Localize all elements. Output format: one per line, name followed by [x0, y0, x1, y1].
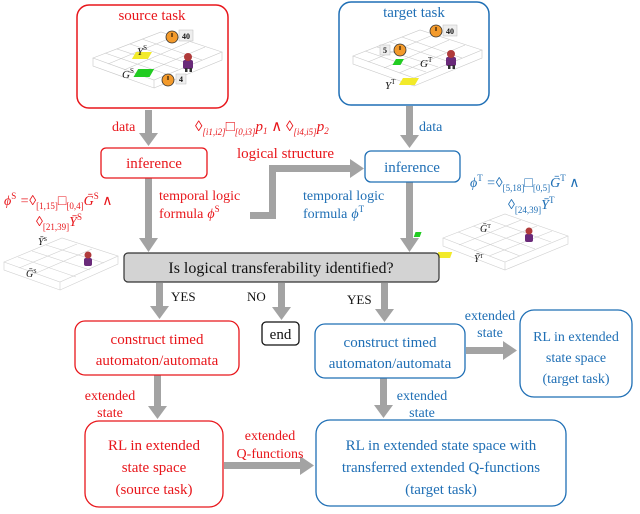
source-task-panel: source task 40: [76, 4, 229, 109]
target-task-title: target task: [383, 5, 445, 21]
logical-structure-label: logical structure: [237, 146, 334, 162]
target-timer-5-icon: [379, 43, 407, 57]
source-green-goal: [133, 69, 155, 77]
source-yellow-zone: [131, 52, 152, 59]
abstract-scene-right: ḠT ȲT: [413, 213, 569, 271]
target-timer-40: 40: [446, 27, 454, 36]
extended-q-line2: Q-functions: [237, 447, 304, 462]
source-task-title: source task: [118, 8, 186, 24]
data-label-right: data: [419, 120, 443, 135]
end-label: end: [270, 327, 292, 343]
arrow-yes-left: [150, 283, 169, 319]
extended-state-top-line2: state: [477, 326, 503, 341]
abstract-left-G: ḠS: [26, 268, 37, 280]
target-timer-40-icon: [429, 24, 458, 38]
tl-formula-left-line1: temporal logic: [159, 189, 240, 204]
rl-source-box: RL in extended state space (source task): [84, 420, 224, 508]
source-grid-floor: [92, 31, 223, 89]
end-node: end: [261, 321, 300, 346]
rl-target-top-box: RL in extended state space (target task): [519, 309, 633, 398]
extended-q-line1: extended: [245, 429, 296, 444]
target-timer-5: 5: [383, 46, 387, 55]
rl-source-line2: state space: [122, 460, 187, 476]
extended-state-left-line2: state: [97, 406, 123, 421]
phi-S-formula-line1: ϕS =◊[1,15]□[0,4]ḠS ∧: [4, 191, 113, 211]
arrow-yes-right: [375, 283, 394, 322]
target-task-panel: target task 40: [338, 1, 490, 106]
rl-target-top-line2: state space: [546, 351, 606, 366]
inference-left-label: inference: [126, 156, 182, 172]
target-robot-icon: [446, 50, 456, 69]
extended-state-top-line1: extended: [465, 309, 516, 324]
arrow-construct-to-rl-top: [466, 341, 517, 360]
rl-transfer-line3: (target task): [405, 482, 477, 498]
abstract-scene-left: ȲS ḠS: [3, 236, 119, 291]
construct-right-box: construct timed automaton/automata: [314, 323, 466, 379]
arrow-target-to-inference: [400, 106, 419, 148]
extended-state-right-line2: state: [409, 406, 435, 421]
inference-left-box: inference: [100, 147, 208, 179]
source-timer-40: 40: [182, 32, 190, 41]
arrow-construct-to-rl-left: [148, 375, 167, 419]
abstract-left-Y: ȲS: [38, 236, 47, 248]
rl-source-line1: RL in extended: [108, 438, 200, 454]
abstract-right-G: ḠT: [480, 223, 491, 235]
extended-state-right-line1: extended: [397, 389, 448, 404]
rl-source-line3: (source task): [115, 482, 192, 498]
arrow-logical-structure: [250, 159, 364, 219]
yes-left-label: YES: [171, 289, 196, 304]
phi-T-formula-line1: ϕT =◊[5,18]□[0,5]ḠT ∧: [470, 173, 579, 193]
phi-T-formula-line2: ◊[24,39]ȲT: [508, 195, 555, 215]
rl-transfer-line1: RL in extended state space with: [346, 438, 537, 454]
source-timer-4: 4: [179, 75, 183, 84]
rl-target-top-line3: (target task): [543, 372, 610, 387]
construct-left-line2: automaton/automata: [96, 353, 219, 369]
rl-target-top-line1: RL in extended: [533, 330, 619, 345]
no-label: NO: [247, 289, 266, 304]
tl-formula-right-line1: temporal logic: [303, 189, 384, 204]
abstract-right-robot-icon: [525, 227, 533, 242]
arrow-inference-left-to-decision: [139, 178, 158, 252]
target-green-goal: [392, 59, 404, 65]
construct-right-line2: automaton/automata: [329, 356, 452, 372]
arrow-construct-to-rl-bottom: [374, 378, 393, 418]
target-yellow-zone: [398, 78, 419, 85]
construct-right-line1: construct timed: [344, 335, 437, 351]
decision-node: Is logical transferability identified?: [123, 252, 440, 283]
source-label-G: GS: [122, 67, 134, 81]
rl-transfer-box: RL in extended state space with transfer…: [315, 419, 567, 507]
logical-structure-formula: ◊[i1,i2]□[0,i3]p1 ∧ ◊[i4,i5]p2: [195, 119, 329, 137]
yes-right-label: YES: [347, 292, 372, 307]
decision-question: Is logical transferability identified?: [168, 260, 393, 277]
source-timer-40-icon: [165, 29, 194, 44]
flow-arrows: [139, 106, 517, 475]
extended-state-left-line1: extended: [85, 389, 136, 404]
inference-right-box: inference: [364, 150, 461, 183]
arrow-no-to-end: [272, 283, 291, 320]
arrow-inference-right-to-decision: [400, 182, 419, 252]
source-timer-4-icon: [161, 73, 187, 87]
arrow-q-transfer: [224, 456, 314, 475]
target-label-G: GT: [420, 56, 433, 70]
phi-S-formula-line2: ◊[21,39]ȲS: [36, 212, 82, 232]
source-label-Y: YS: [137, 44, 147, 58]
rl-transfer-line2: transferred extended Q-functions: [342, 460, 540, 476]
abstract-right-Y: ȲT: [474, 253, 484, 265]
data-label-left: data: [112, 120, 136, 135]
abstract-left-robot-icon: [84, 251, 92, 266]
arrow-source-to-inference: [139, 110, 158, 146]
construct-left-box: construct timed automaton/automata: [74, 320, 240, 376]
inference-right-label: inference: [384, 160, 440, 176]
target-label-Y: YT: [385, 78, 396, 92]
construct-left-line1: construct timed: [111, 332, 204, 348]
source-robot-icon: [183, 53, 193, 72]
